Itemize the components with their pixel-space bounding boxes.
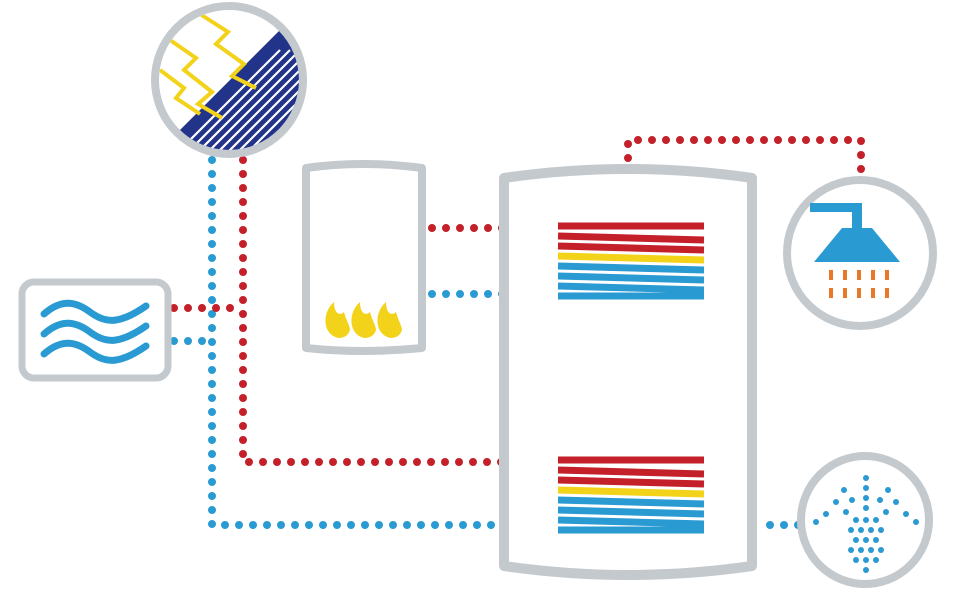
solar-collector (151, 2, 307, 158)
water-fountain-icon (813, 475, 919, 573)
heating-system (18, 278, 172, 382)
pipes (170, 136, 865, 529)
heating-coil-icon (557, 222, 705, 300)
heat-exchanger-lower (557, 456, 705, 534)
pipe-solar-return-cold (208, 156, 549, 529)
fountain (797, 452, 933, 588)
heat-exchanger-upper (557, 222, 705, 300)
sun-rays-icon (159, 12, 257, 120)
shower-icon (810, 203, 900, 298)
heating-coil-icon (557, 456, 705, 534)
pipe-hot-water-to-shower (624, 136, 865, 174)
shower (783, 176, 937, 330)
pipe-solar-flow-hot (239, 156, 549, 466)
heat-waves-icon (40, 299, 150, 364)
boiler (302, 160, 426, 355)
flame-icon (325, 302, 402, 338)
